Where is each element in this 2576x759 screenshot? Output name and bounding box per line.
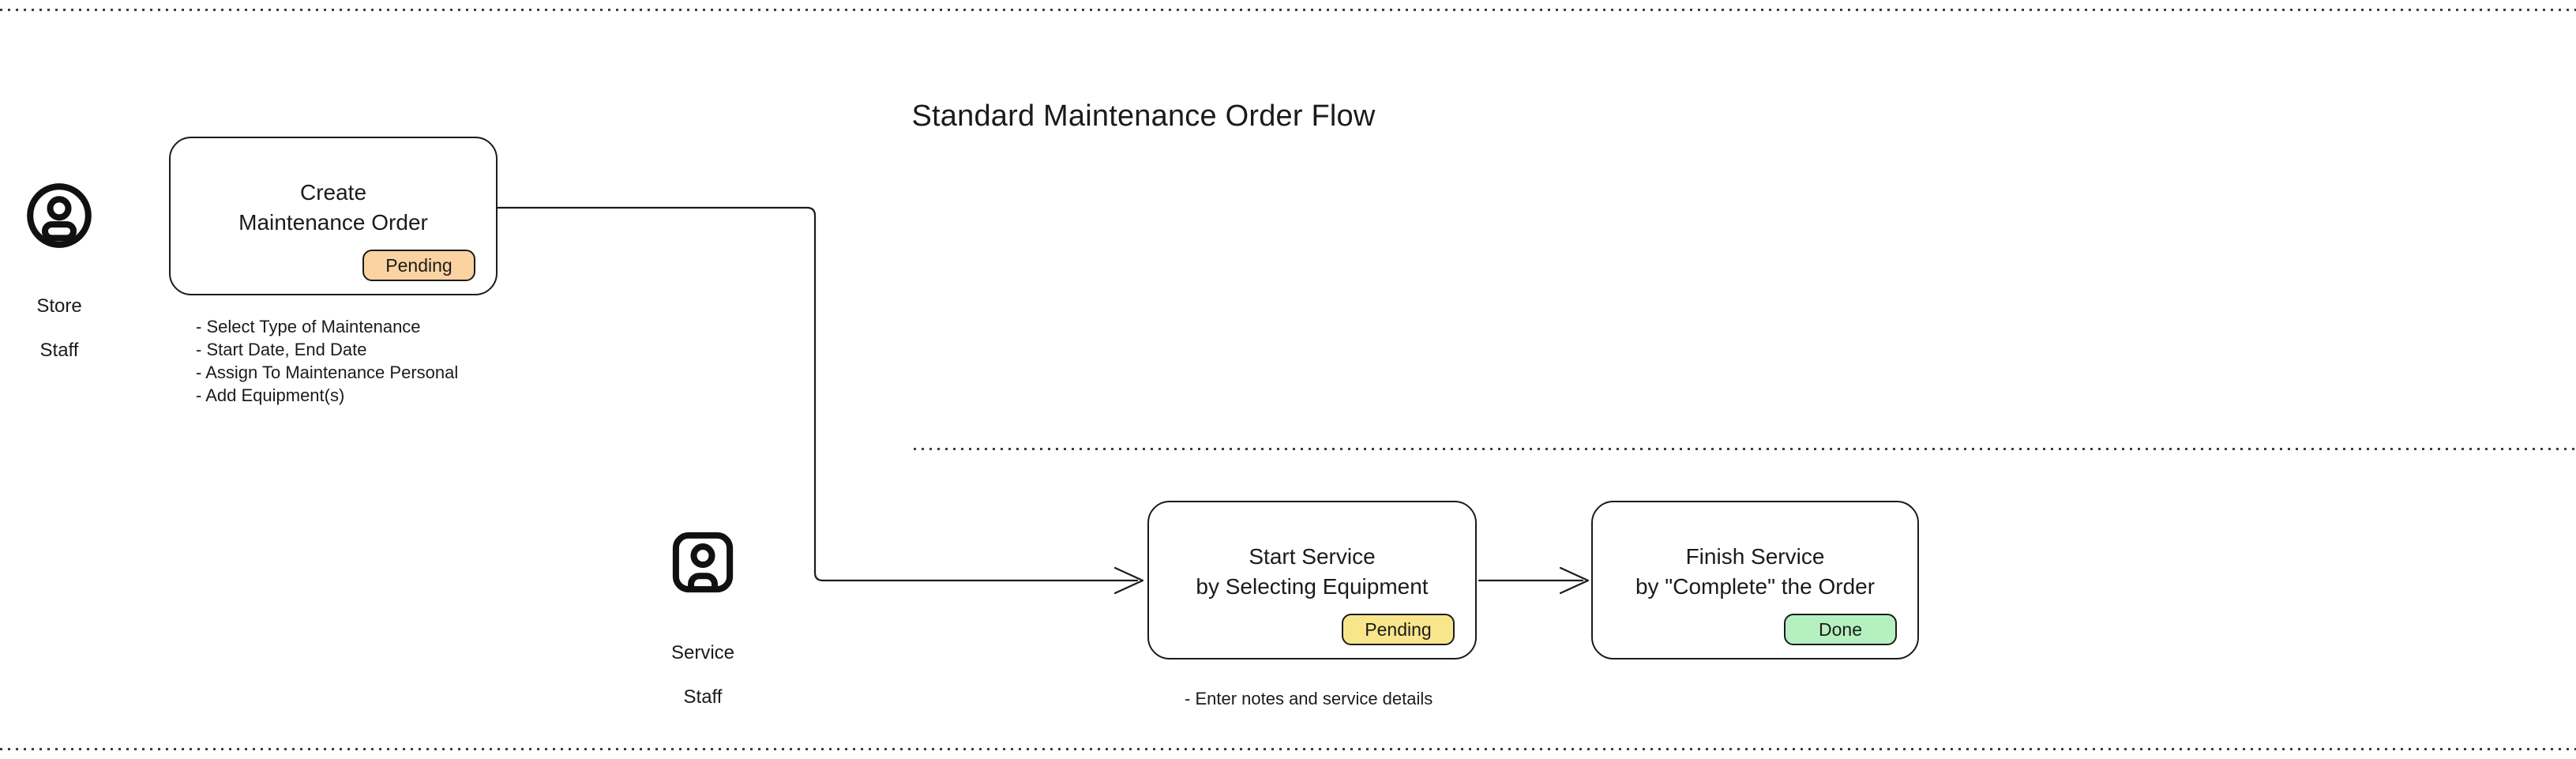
store-staff-actor: Store Staff <box>8 179 111 362</box>
diagram-title: Standard Maintenance Order Flow <box>911 100 1376 133</box>
store-staff-label: Store Staff <box>8 273 111 362</box>
user-circle-icon <box>27 183 92 248</box>
create-order-title-line1: Create <box>299 180 367 205</box>
start-service-note: - Enter notes and service details <box>1185 689 1433 708</box>
arrowhead-start-to-finish <box>1559 566 1590 595</box>
finish-service-title-line1: Finish Service <box>1685 544 1825 569</box>
create-order-status-badge: Pending <box>362 250 475 281</box>
finish-service-status-badge: Done <box>1784 614 1897 645</box>
user-square-icon <box>672 532 734 593</box>
middle-dotted-divider <box>914 448 2576 450</box>
create-order-detail-item: - Select Type of Maintenance <box>196 317 421 336</box>
arrowhead-create-to-start <box>1113 566 1144 595</box>
store-staff-label-line2: Staff <box>39 340 79 361</box>
store-staff-label-line1: Store <box>36 295 82 317</box>
top-dotted-divider <box>0 9 2576 11</box>
start-service-node: Start Service by Selecting Equipment Pen… <box>1147 501 1477 659</box>
service-staff-label: Service Staff <box>648 620 758 708</box>
finish-service-node: Finish Service by "Complete" the Order D… <box>1591 501 1919 659</box>
finish-service-title-line2: by "Complete" the Order <box>1635 574 1876 599</box>
start-service-title-line1: Start Service <box>1249 544 1376 569</box>
create-order-detail-item: - Start Date, End Date <box>196 340 367 359</box>
start-service-status-badge: Pending <box>1342 614 1455 645</box>
service-staff-label-line2: Staff <box>683 686 723 708</box>
bottom-dotted-divider <box>0 748 2576 750</box>
create-order-node-title: Create Maintenance Order <box>171 178 496 238</box>
create-order-node: Create Maintenance Order Pending <box>169 137 498 295</box>
create-order-detail-item: - Add Equipment(s) <box>196 385 345 405</box>
create-order-details: - Select Type of Maintenance - Start Dat… <box>196 315 458 407</box>
start-service-title-line2: by Selecting Equipment <box>1196 574 1429 599</box>
create-order-detail-item: - Assign To Maintenance Personal <box>196 363 459 382</box>
finish-service-node-title: Finish Service by "Complete" the Order <box>1593 542 1917 602</box>
create-order-title-line2: Maintenance Order <box>238 210 428 235</box>
service-staff-actor: Service Staff <box>648 526 758 708</box>
start-service-node-title: Start Service by Selecting Equipment <box>1149 542 1475 602</box>
service-staff-label-line1: Service <box>670 642 735 663</box>
connector-create-to-start <box>496 206 1139 582</box>
